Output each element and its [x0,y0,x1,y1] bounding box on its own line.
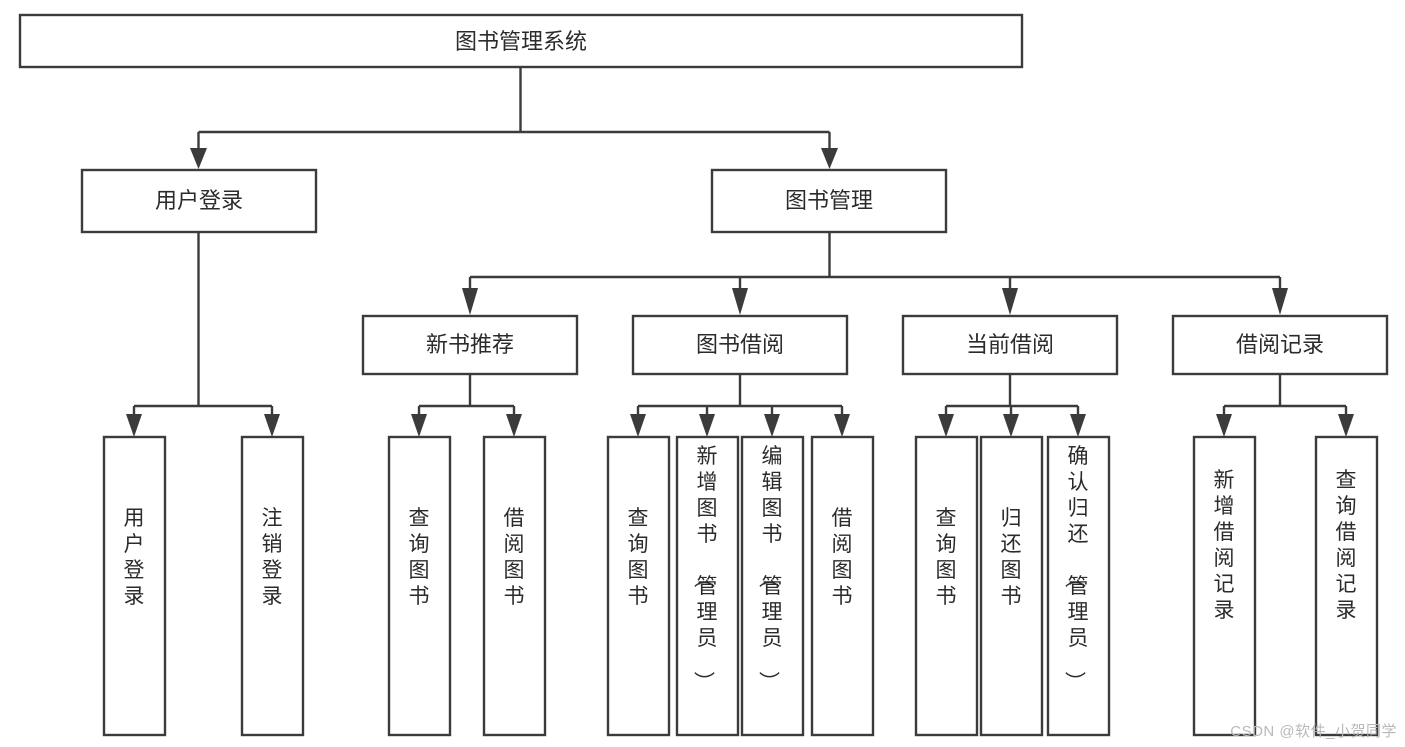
leaf-node[interactable]: 借阅图书 [482,435,547,737]
connectors [126,68,1354,437]
arrow-head-leaf-bb-1 [630,414,646,437]
leaf-current-borrow-1-box[interactable] [914,435,979,737]
leaf-book-borrow-4-box[interactable] [810,435,875,737]
node-user-login-box[interactable] [80,168,318,234]
leaf-node[interactable]: 查询图书 [606,435,671,737]
leaf-node[interactable]: 新增借阅记录 [1192,435,1257,737]
node-root-box[interactable] [18,13,1024,69]
arrow-head-current-borrow [1002,288,1018,315]
arrow-head-leaf-nb-2 [506,414,522,437]
node-user-login-label: 用户登录 [155,188,243,213]
leaf-user-login-2-label: 注销登录 [262,507,283,608]
leaf-current-borrow-2-label: 归还图书 [1001,507,1022,608]
leaf-node[interactable]: 新增图书（管理员） [675,435,740,737]
arrow-head-leaf-cb-3 [1070,414,1086,437]
leaf-book-borrow-4-label: 借阅图书 [832,507,853,608]
leaf-current-borrow-3-label: 确认归还（管理员） [1063,445,1089,692]
leaf-current-borrow-3-box[interactable] [1046,435,1111,737]
leaf-book-borrow-3-box[interactable] [740,435,805,737]
leaf-new-book-rec-2-box[interactable] [482,435,547,737]
arrow-head-user-login [190,148,207,169]
node-new-book-rec-box[interactable] [361,314,579,376]
leaf-new-book-rec-1-box[interactable] [387,435,452,737]
leaf-node[interactable]: 确认归还（管理员） [1046,435,1111,737]
node-borrow-record-box[interactable] [1171,314,1389,376]
leaf-book-borrow-3-label: 编辑图书（管理员） [757,445,783,692]
leaf-node[interactable]: 用户登录 [102,435,167,737]
arrow-head-leaf-bb-3 [764,414,780,437]
arrow-head-book-manage [821,148,838,169]
node-book-borrow-box[interactable] [631,314,849,376]
leaf-book-borrow-2-box[interactable] [675,435,740,737]
node-user-login[interactable]: 用户登录 [80,168,318,234]
leaf-book-borrow-2-label: 新增图书（管理员） [692,445,718,692]
node-borrow-record-label: 借阅记录 [1236,332,1324,357]
leaf-node[interactable]: 查询图书 [387,435,452,737]
node-book-borrow-label: 图书借阅 [696,332,784,357]
leaf-new-book-rec-1-label: 查询图书 [409,507,430,608]
node-book-manage-label: 图书管理 [785,188,873,213]
node-current-borrow[interactable]: 当前借阅 [901,314,1119,376]
arrow-head-leaf-bb-2 [699,414,715,437]
node-new-book-rec-label: 新书推荐 [426,332,514,357]
node-root[interactable]: 图书管理系统 [18,13,1024,69]
node-book-borrow[interactable]: 图书借阅 [631,314,849,376]
leaf-node[interactable]: 查询借阅记录 [1314,435,1379,737]
node-borrow-record[interactable]: 借阅记录 [1171,314,1389,376]
leaf-node[interactable]: 查询图书 [914,435,979,737]
leaf-node[interactable]: 编辑图书（管理员） [740,435,805,737]
leaf-user-login-1-box[interactable] [102,435,167,737]
arrow-head-leaf-cb-2 [1003,414,1019,437]
node-current-borrow-box[interactable] [901,314,1119,376]
leaf-current-borrow-1-label: 查询图书 [936,507,957,608]
leaf-current-borrow-2-box[interactable] [979,435,1044,737]
leaf-borrow-record-1-label: 新增借阅记录 [1214,469,1235,622]
leaf-node[interactable]: 归还图书 [979,435,1044,737]
arrow-head-leaf-ul-2 [264,414,280,437]
leaf-new-book-rec-2-label: 借阅图书 [504,507,525,608]
leaf-borrow-record-2-box[interactable] [1314,435,1379,737]
node-current-borrow-label: 当前借阅 [966,332,1054,357]
arrow-head-borrow-record [1272,288,1288,315]
arrow-head-leaf-br-1 [1216,414,1232,437]
node-new-book-rec[interactable]: 新书推荐 [361,314,579,376]
arrow-head-new-book-rec [462,288,478,315]
arrow-head-leaf-bb-4 [834,414,850,437]
leaf-node[interactable]: 借阅图书 [810,435,875,737]
leaf-user-login-2-box[interactable] [240,435,305,737]
leaf-node[interactable]: 注销登录 [240,435,305,737]
leaf-book-borrow-1-label: 查询图书 [628,507,649,608]
leaf-borrow-record-1-box[interactable] [1192,435,1257,737]
arrow-head-leaf-cb-1 [938,414,954,437]
arrow-head-leaf-ul-1 [126,414,142,437]
node-root-label: 图书管理系统 [455,29,587,54]
arrow-head-leaf-nb-1 [411,414,427,437]
leaf-book-borrow-1-box[interactable] [606,435,671,737]
arrow-head-leaf-br-2 [1338,414,1354,437]
leaf-borrow-record-2-label: 查询借阅记录 [1336,469,1357,622]
node-book-manage-box[interactable] [710,168,948,234]
leaf-user-login-1-label: 用户登录 [124,507,145,608]
arrow-head-book-borrow [732,288,748,315]
node-book-manage[interactable]: 图书管理 [710,168,948,234]
